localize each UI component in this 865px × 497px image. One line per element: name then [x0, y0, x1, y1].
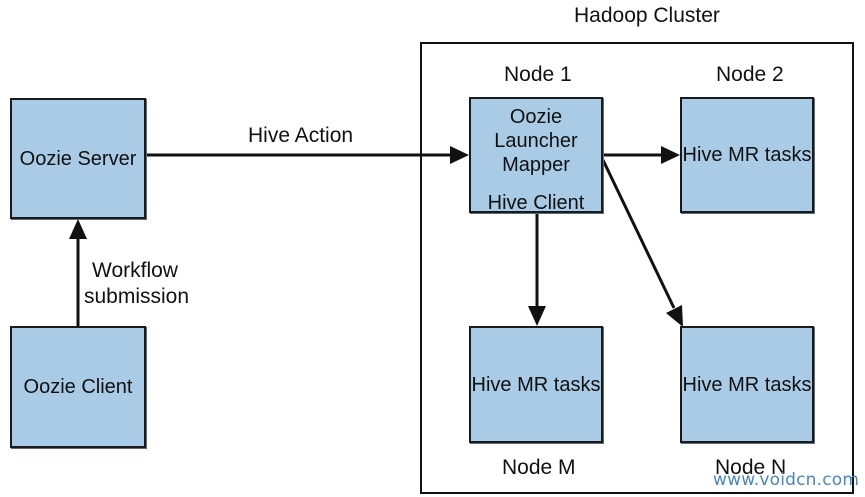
oozie-client-box: Oozie Client [10, 326, 146, 448]
nodeN-task-box: Hive MR tasks [680, 326, 814, 443]
node2-task-box: Hive MR tasks [680, 97, 814, 213]
arrowhead-nodeN [666, 305, 683, 327]
arrowhead-node2 [661, 146, 680, 164]
nodeN-label: Node N [715, 456, 787, 479]
arrowhead-node1 [450, 146, 469, 164]
node1-label: Node 1 [504, 63, 572, 86]
hadoop-cluster-boundary [420, 42, 854, 494]
cluster-title: Hadoop Cluster [574, 4, 720, 27]
workflow-submission-line1: Workflow [92, 259, 178, 282]
arrowhead-nodeM [528, 306, 546, 326]
node2-task-label: Hive MR tasks [682, 144, 812, 166]
workflow-submission-line2: submission [84, 285, 190, 308]
hive-client-label: Hive Client [487, 192, 585, 214]
nodeM-task-box: Hive MR tasks [469, 326, 603, 443]
watermark-text: www.voidcn.com [713, 470, 860, 490]
hive-action-label: Hive Action [248, 124, 354, 147]
workflow-submission-label: Workflow submission [84, 258, 189, 310]
launcher-line1: Oozie Launcher [494, 106, 578, 152]
nodeM-label: Node M [502, 456, 576, 479]
oozie-launcher-box: Oozie Launcher Mapper Hive Client [469, 97, 603, 214]
edge-launcher-to-nodeN [601, 159, 676, 309]
launcher-line2: Mapper [502, 154, 570, 176]
nodeM-task-label: Hive MR tasks [471, 373, 601, 396]
oozie-server-box: Oozie Server [10, 98, 146, 219]
oozie-client-label: Oozie Client [23, 376, 133, 398]
arrowhead-oozie-server [69, 219, 87, 239]
nodeN-task-label: Hive MR tasks [682, 373, 812, 396]
oozie-server-label: Oozie Server [19, 147, 137, 170]
node2-label: Node 2 [716, 63, 784, 86]
